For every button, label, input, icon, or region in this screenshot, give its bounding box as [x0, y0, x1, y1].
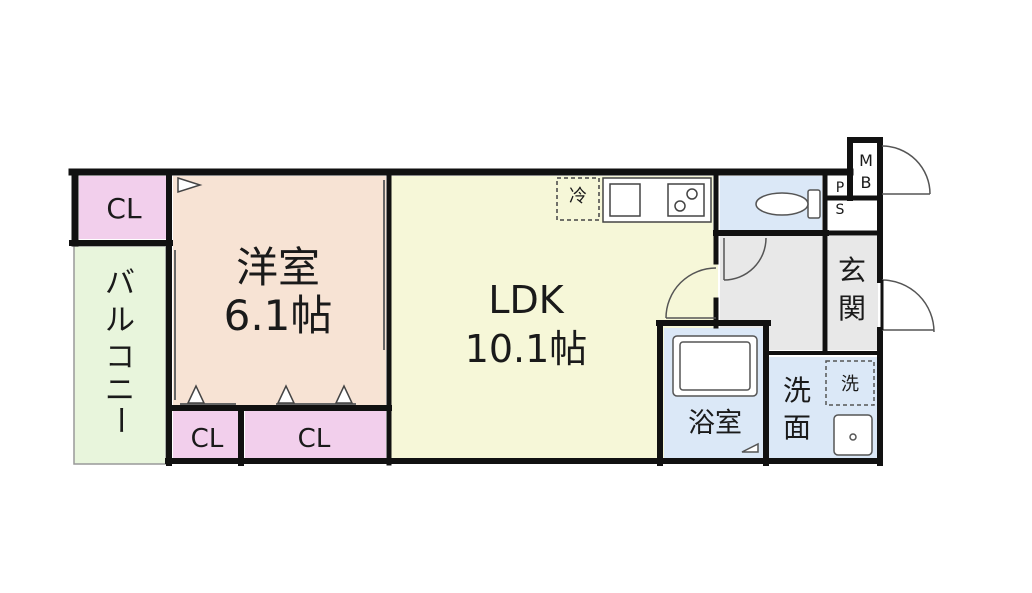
western-room-name: 洋室 — [236, 243, 320, 292]
ldk-floor-lower-right — [713, 236, 718, 323]
sink-icon — [609, 183, 641, 217]
washroom-label-char2: 面 — [783, 411, 811, 444]
pipe-space-label-p: P — [836, 180, 844, 196]
closet-bottom-small-floor — [173, 411, 238, 459]
walls — [68, 137, 883, 466]
ldk-name: LDK — [488, 278, 564, 322]
balcony-floor — [73, 245, 167, 465]
balcony-char: ニ — [105, 373, 135, 408]
ldk-size: 10.1帖 — [465, 327, 588, 371]
balcony-char: コ — [105, 340, 135, 375]
kitchen-counter — [556, 177, 712, 223]
entrance-label-char2: 関 — [838, 292, 866, 325]
balcony-char: バ — [105, 266, 135, 301]
closet-bottom-wide-floor — [245, 411, 386, 459]
closet-bottom-wide-label: CL — [298, 424, 331, 454]
washer-label: 洗 — [841, 374, 859, 395]
toilet-door-swing-icon — [723, 237, 767, 281]
closet-top-floor — [79, 176, 167, 239]
ldk-door-swing-icon — [665, 267, 717, 319]
fridge-label: 冷 — [569, 186, 587, 207]
balcony-char: ル — [105, 303, 135, 338]
pipe-space-label-s: S — [836, 202, 845, 218]
fridge-space-icon — [556, 177, 600, 221]
balcony-label: バ ル コ ニ ー — [102, 266, 137, 435]
entrance-door-swing-icon — [880, 279, 935, 333]
closet-door-marks — [177, 176, 354, 404]
balcony-char: ー — [102, 405, 137, 435]
stove-icon — [667, 183, 705, 217]
western-room-size: 6.1帖 — [224, 291, 333, 340]
entrance-floor — [828, 236, 878, 350]
bathtub-icon — [672, 335, 759, 453]
closet-top-label: CL — [106, 192, 142, 225]
wash-basin-icon — [833, 414, 873, 456]
washer-space-icon — [825, 360, 875, 406]
western-room-floor — [173, 176, 386, 405]
bathroom-label: 浴室 — [688, 408, 742, 439]
entrance-label-char1: 玄 — [838, 254, 866, 287]
closet-bottom-small-label: CL — [191, 424, 224, 454]
meter-box-label-m: M — [859, 151, 873, 170]
meter-box-label-b: B — [861, 173, 872, 192]
sliding-doors — [174, 180, 385, 405]
meter-box-floor — [853, 143, 880, 195]
meter-box-door-swing-icon — [881, 145, 931, 195]
washroom-label-char1: 洗 — [783, 374, 811, 407]
toilet-icon — [755, 189, 821, 219]
